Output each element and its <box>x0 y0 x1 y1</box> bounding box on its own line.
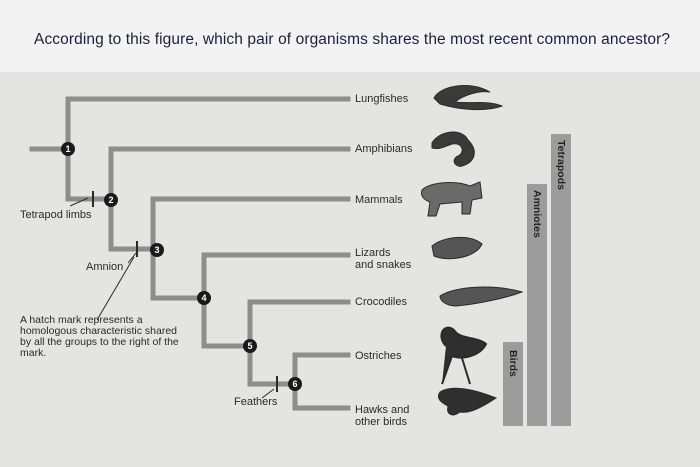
taxon-hawks: Hawks and other birds <box>355 404 410 428</box>
pointer-feathers <box>261 388 275 399</box>
node-2: 2 <box>104 193 118 207</box>
node-5: 5 <box>243 339 257 353</box>
label-feathers: Feathers <box>234 396 278 408</box>
pointer-note <box>96 256 135 321</box>
label-amnion: Amnion <box>86 261 124 273</box>
question-text: According to this figure, which pair of … <box>34 31 671 48</box>
pointer-tetrapod-limbs <box>69 197 89 207</box>
node-4: 4 <box>197 291 211 305</box>
hatch-mark-note: A hatch mark represents a homologous cha… <box>20 314 179 359</box>
cladogram-figure <box>0 72 700 467</box>
question-header: According to this figure, which pair of … <box>0 0 700 72</box>
crocodile-icon <box>439 286 524 307</box>
taxon-amphibians: Amphibians <box>355 143 413 155</box>
node-1: 1 <box>61 142 75 156</box>
taxon-lizards: Lizards and snakes <box>355 247 412 271</box>
taxon-crocodiles: Crocodiles <box>355 296 407 308</box>
clade-label-tetrapods: Tetrapods <box>555 140 567 190</box>
clade-bar-tetrapods <box>551 134 571 426</box>
clade-label-amniotes: Amniotes <box>531 190 543 238</box>
lizard-icon <box>431 237 483 260</box>
pointer-amnion <box>127 252 137 264</box>
clade-label-birds: Birds <box>507 350 519 377</box>
label-tetrapod-limbs: Tetrapod limbs <box>20 209 92 221</box>
bobcat-icon <box>421 181 483 217</box>
hawk-icon <box>437 387 498 416</box>
node-6: 6 <box>288 377 302 391</box>
ostrich-icon <box>440 326 488 385</box>
taxon-lungfishes: Lungfishes <box>355 93 409 105</box>
taxon-ostriches: Ostriches <box>355 350 402 362</box>
taxon-mammals: Mammals <box>355 194 403 206</box>
node-3: 3 <box>150 243 164 257</box>
lungfish-icon <box>433 85 504 111</box>
clade-bar-birds <box>503 342 523 426</box>
clade-bar-amniotes <box>527 184 547 426</box>
salamander-icon <box>431 131 475 167</box>
